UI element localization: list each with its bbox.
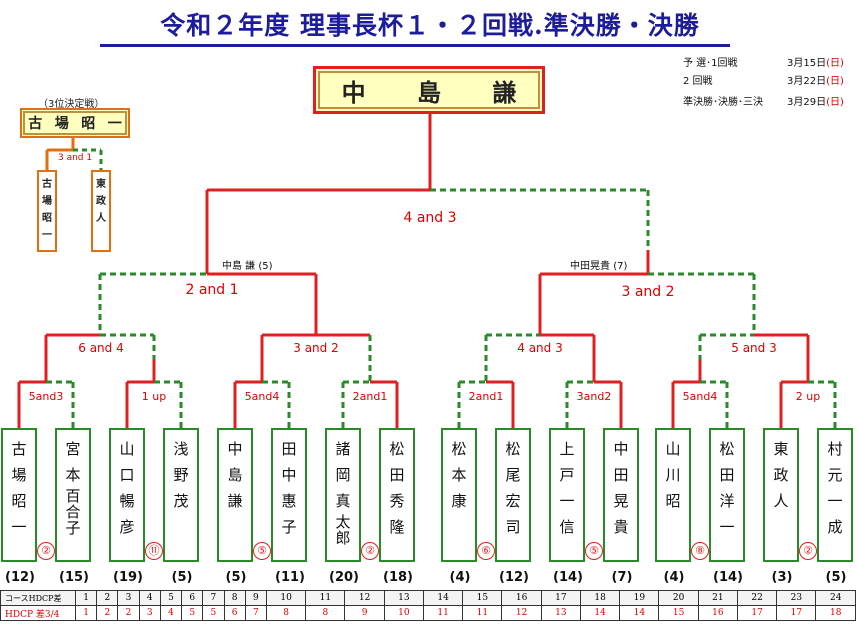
- hole-count-mark: ⑪: [145, 542, 163, 560]
- player-box: 松田秀隆: [379, 428, 415, 562]
- player-box: 田中惠子: [271, 428, 307, 562]
- third-place-left-box: 古場 昭一: [37, 170, 57, 252]
- r1-score: 5and3: [28, 390, 64, 403]
- player-box: 中島謙: [217, 428, 253, 562]
- third-winner-char: 昭: [81, 116, 96, 132]
- champion-char: 謙: [492, 78, 517, 107]
- r1-match-6: [565, 380, 623, 428]
- final-score: 4 and 3: [403, 210, 457, 226]
- r1-match-2: [125, 380, 183, 428]
- player-box: 山口暢彦: [109, 428, 145, 562]
- player-handicap: (4): [663, 570, 685, 585]
- player-box: 古場昭一: [1, 428, 37, 562]
- player-box: 松田洋一: [709, 428, 745, 562]
- r2-score: 6 and 4: [78, 341, 124, 355]
- player-handicap: (3): [771, 570, 793, 585]
- r1-match-7: [671, 380, 729, 428]
- hole-count-mark: ⑤: [585, 542, 603, 560]
- champion-char: 中: [341, 78, 366, 107]
- player-box: 中田晃貴: [603, 428, 639, 562]
- player-box: 山川昭: [655, 428, 691, 562]
- third-winner-char: 一: [107, 116, 122, 132]
- player-box: 上戸一信: [549, 428, 585, 562]
- r1-score: 5and4: [682, 390, 718, 403]
- hole-count-mark: ②: [361, 542, 379, 560]
- player-handicap: (19): [113, 570, 143, 585]
- r1-match-5: [457, 380, 515, 428]
- third-place-score: 3 and 1: [58, 153, 93, 163]
- r1-match-4: [341, 380, 399, 428]
- player-box: 浅野茂: [163, 428, 199, 562]
- r1-score: 2and1: [352, 390, 388, 403]
- champion-box: 中 島 謙: [313, 66, 545, 114]
- title-underline: [100, 44, 730, 47]
- schedule-date: 3月22日(日): [787, 76, 844, 87]
- player-handicap: (18): [383, 570, 413, 585]
- schedule-date: 3月15日(日): [787, 58, 844, 69]
- player-handicap: (12): [499, 570, 529, 585]
- hole-count-mark: ②: [799, 542, 817, 560]
- player-handicap: (14): [713, 570, 743, 585]
- r1-score: 5and4: [244, 390, 280, 403]
- player-handicap: (15): [59, 570, 89, 585]
- r1-match-8: [779, 380, 837, 428]
- hole-count-mark: ②: [37, 542, 55, 560]
- page-title: 令和２年度 理事長杯１・２回戦.準決勝・決勝: [160, 11, 700, 40]
- player-handicap: (12): [5, 570, 35, 585]
- table-cell: HDCP 差3/4: [0, 605, 76, 621]
- hole-count-mark: ⑧: [691, 542, 709, 560]
- semifinalist-left: 中島 謙 (5): [222, 261, 273, 272]
- player-handicap: (4): [449, 570, 471, 585]
- r2-score: 3 and 2: [293, 341, 339, 355]
- schedule-label: 準決勝･決勝･三決: [683, 97, 763, 108]
- semifinalist-right: 中田晃貴 (7): [570, 261, 628, 272]
- player-handicap: (5): [171, 570, 193, 585]
- hole-count-mark: ⑥: [477, 542, 495, 560]
- schedule-label: 2 回戦: [683, 76, 713, 87]
- player-handicap: (7): [611, 570, 633, 585]
- player-box: 諸岡真太郎: [325, 428, 361, 562]
- third-place-title: （3位決定戦）: [38, 99, 105, 110]
- qf-score: 3 and 2: [621, 284, 675, 300]
- champion-char: 島: [416, 78, 441, 107]
- schedule-label: 予 選･1回戦: [683, 58, 738, 69]
- hole-count-mark: ⑤: [253, 542, 271, 560]
- player-handicap: (5): [825, 570, 847, 585]
- player-handicap: (20): [329, 570, 359, 585]
- third-place-winner-box: 古 場 昭 一: [20, 108, 130, 138]
- schedule-date: 3月29日(日): [787, 97, 844, 108]
- player-box: 東政人: [763, 428, 799, 562]
- player-box: 松本康: [441, 428, 477, 562]
- r1-score: 2and1: [468, 390, 504, 403]
- r1-match-3: [233, 380, 291, 428]
- player-box: 村元一成: [817, 428, 853, 562]
- player-handicap: (11): [275, 570, 305, 585]
- r1-score: 2 up: [795, 390, 821, 403]
- r2-score: 4 and 3: [517, 341, 563, 355]
- player-handicap: (5): [225, 570, 247, 585]
- third-place-lines: [45, 136, 103, 170]
- r1-score: 3and2: [576, 390, 612, 403]
- player-box: 宮本百合子: [55, 428, 91, 562]
- table-cell: コースHDCP差: [0, 590, 76, 606]
- player-handicap: (14): [553, 570, 583, 585]
- third-winner-char: 古: [28, 116, 43, 132]
- r1-score: 1 up: [141, 390, 167, 403]
- r2-score: 5 and 3: [731, 341, 777, 355]
- player-box: 松尾宏司: [495, 428, 531, 562]
- third-winner-char: 場: [54, 116, 69, 132]
- qf-score: 2 and 1: [185, 282, 239, 298]
- r1-match-1: [17, 380, 75, 428]
- third-place-right-box: 東 政人: [91, 170, 111, 252]
